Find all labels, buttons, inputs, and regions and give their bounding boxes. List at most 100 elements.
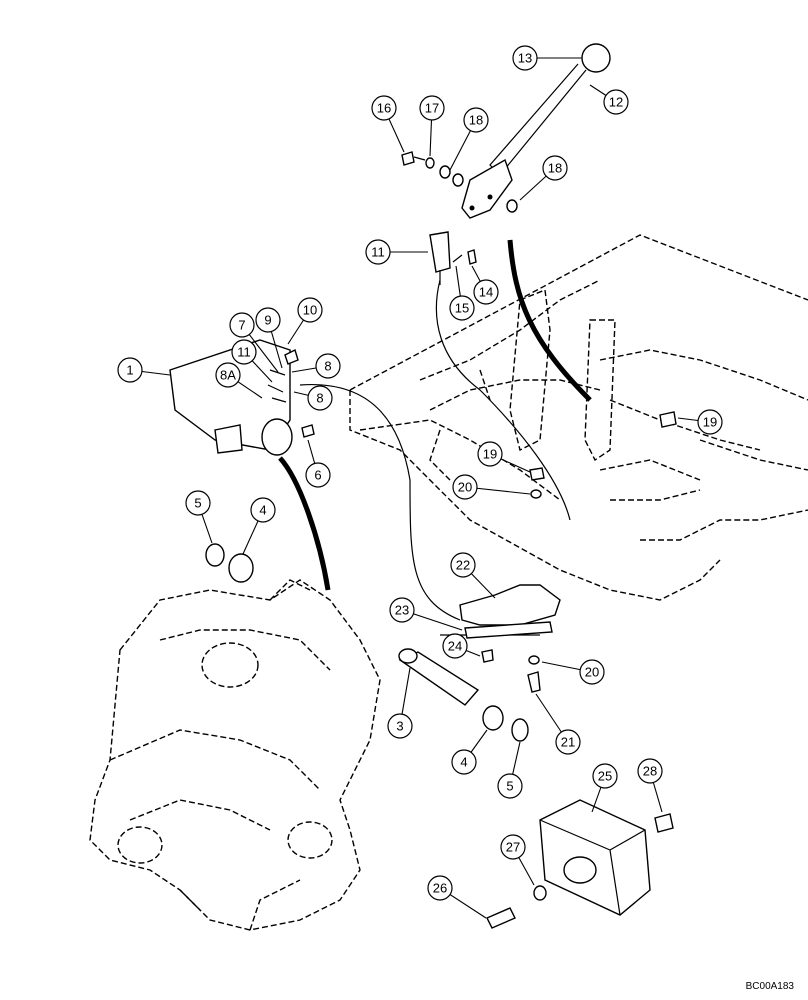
assembly-lines	[278, 239, 592, 636]
callout-label: 15	[455, 301, 469, 316]
callout-18: 18	[519, 155, 568, 201]
callout-label: 19	[483, 447, 497, 462]
lower-washer	[528, 655, 540, 665]
grease-fitting	[481, 649, 494, 663]
callout-16: 16	[371, 95, 405, 153]
callout-label: 11	[371, 245, 385, 260]
callout-label: 27	[506, 840, 520, 855]
callout-circle	[637, 758, 663, 784]
callout-label: 7	[238, 318, 245, 333]
callout-11: 11	[231, 339, 273, 383]
callout-label: 17	[425, 101, 439, 116]
callout-6: 6	[305, 439, 331, 488]
callout-label: 10	[303, 303, 317, 318]
callout-circle	[477, 441, 503, 467]
callout-circle	[117, 357, 143, 383]
callout-label: 8A	[220, 368, 236, 383]
callout-label: 26	[433, 881, 447, 896]
callout-22: 22	[450, 552, 496, 599]
callout-14: 14	[471, 265, 499, 305]
callout-4: 4	[451, 729, 488, 775]
callout-label: 13	[518, 51, 532, 66]
callout-circle	[389, 597, 415, 623]
callout-5: 5	[185, 490, 213, 544]
coupler-bracket	[89, 579, 381, 931]
callout-label: 25	[598, 769, 612, 784]
callout-label: 19	[703, 415, 717, 430]
callout-21: 21	[535, 693, 581, 755]
control-lever	[461, 43, 611, 219]
snap-ring-lower	[511, 718, 529, 742]
callout-circle	[255, 307, 281, 333]
callout-label: 21	[561, 735, 575, 750]
callout-label: 8	[316, 391, 323, 406]
callout-7: 7	[229, 312, 279, 373]
bracket-22	[459, 584, 561, 639]
callout-circle	[305, 462, 331, 488]
callout-circle	[229, 312, 255, 338]
callout-11: 11	[365, 239, 428, 265]
callout-1: 1	[117, 357, 171, 383]
callout-25: 25	[591, 763, 618, 813]
callout-circle	[542, 155, 568, 181]
callout-28: 28	[637, 758, 663, 813]
callout-circle	[500, 834, 526, 860]
callout-label: 28	[643, 764, 657, 779]
callout-circle	[473, 279, 499, 305]
callout-circle	[697, 409, 723, 435]
valve-body	[169, 339, 299, 456]
callout-label: 14	[479, 285, 493, 300]
callout-label: 5	[506, 779, 513, 794]
callout-circle	[451, 749, 477, 775]
callout-circle	[449, 295, 475, 321]
callout-circle	[185, 490, 211, 516]
callout-circle	[452, 474, 478, 500]
machine-frame	[349, 234, 808, 601]
callout-3: 3	[387, 667, 413, 739]
callout-circle	[463, 107, 489, 133]
callout-label: 18	[548, 161, 562, 176]
callout-18: 18	[449, 107, 489, 171]
callout-8: 8	[291, 353, 341, 379]
snap-ring-upper	[205, 543, 225, 567]
callout-26: 26	[427, 875, 487, 919]
lower-bolt	[527, 671, 541, 693]
cover-bolt	[486, 907, 516, 929]
callout-label: 11	[237, 345, 251, 360]
clevis	[429, 231, 477, 285]
callout-label: 22	[456, 558, 470, 573]
callout-circle	[371, 95, 397, 121]
callout-label: 3	[396, 719, 403, 734]
callout-12: 12	[589, 84, 629, 115]
cover	[539, 799, 651, 916]
pin	[398, 648, 480, 706]
callout-circle	[307, 385, 333, 411]
callout-label: 24	[448, 639, 462, 654]
callout-circle	[427, 875, 453, 901]
callout-circle	[315, 353, 341, 379]
cover-washer	[533, 885, 547, 901]
callout-circle	[603, 89, 629, 115]
callout-label: 20	[458, 480, 472, 495]
callout-10: 10	[287, 297, 323, 345]
cover-nut	[654, 813, 674, 833]
callout-27: 27	[500, 834, 535, 886]
callout-circle	[297, 297, 323, 323]
callout-circle	[387, 713, 413, 739]
callout-circle	[512, 45, 538, 71]
callout-23: 23	[389, 597, 463, 631]
callout-label: 4	[460, 755, 467, 770]
callout-circle	[231, 339, 257, 365]
callout-19: 19	[677, 409, 723, 435]
callout-label: 20	[585, 665, 599, 680]
callout-8a: 8A	[215, 362, 263, 399]
callout-circle	[555, 729, 581, 755]
callout-4: 4	[242, 497, 276, 555]
callout-8: 8	[293, 385, 333, 411]
washer-frame	[530, 489, 542, 499]
callout-circle	[215, 362, 241, 388]
callout-9: 9	[255, 307, 283, 369]
callout-19: 19	[477, 441, 531, 473]
